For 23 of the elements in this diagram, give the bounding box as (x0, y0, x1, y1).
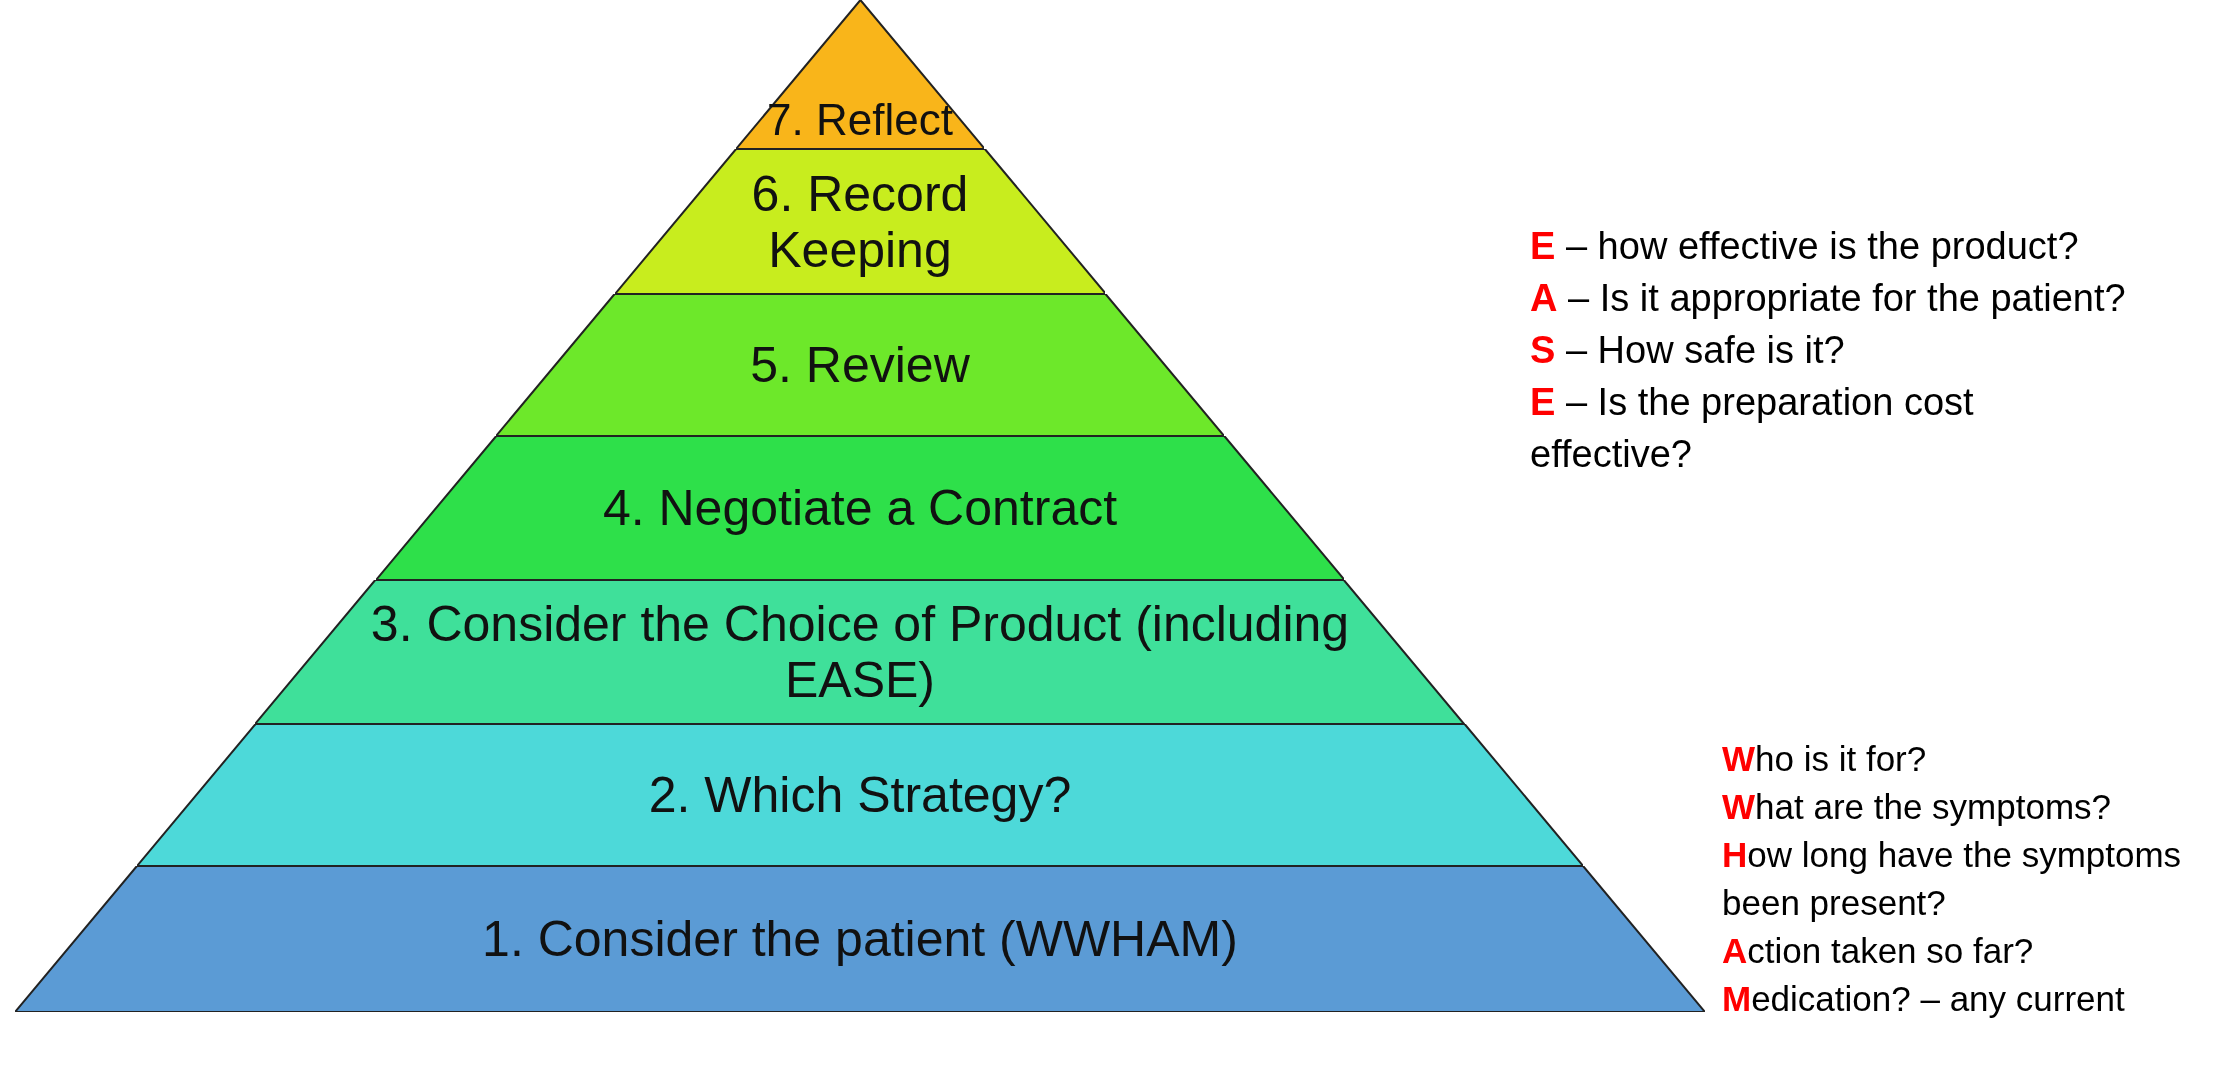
tier-label: 6. Record Keeping (750, 165, 970, 278)
pyramid-apex (735, 0, 985, 149)
note-text: E – how effective is the product? (1530, 224, 2080, 269)
note-text: Who is it for? (1722, 738, 1928, 780)
note-text: How long have the symptoms been present? (1722, 834, 2183, 924)
tier-label: 7. Reflect (766, 97, 954, 143)
note-text: Action taken so far? (1722, 930, 2035, 972)
note-text: What are the symptoms? (1722, 786, 2113, 828)
pyramid-tier (375, 436, 1345, 580)
tier-label: 1. Consider the patient (WWHAM) (481, 911, 1239, 967)
tier-label: 4. Negotiate a Contract (601, 480, 1119, 536)
pyramid-tier (614, 149, 1106, 294)
note-text: A – Is it appropriate for the patient? (1530, 276, 2127, 321)
note-text: E – Is the preparation cost effective? (1530, 380, 1975, 477)
pyramid-tier (15, 866, 1705, 1012)
tier-label: 5. Review (749, 337, 971, 393)
pyramid-tier (136, 724, 1584, 866)
note-text: S – How safe is it? (1530, 328, 1846, 373)
pyramid-tier (255, 580, 1465, 724)
pyramid-tier (495, 294, 1225, 436)
tier-label: 3. Consider the Choice of Product (including EASE) (369, 596, 1351, 708)
note-text: Medication? – any current (1722, 978, 2126, 1020)
tier-label: 2. Which Strategy? (647, 767, 1073, 823)
